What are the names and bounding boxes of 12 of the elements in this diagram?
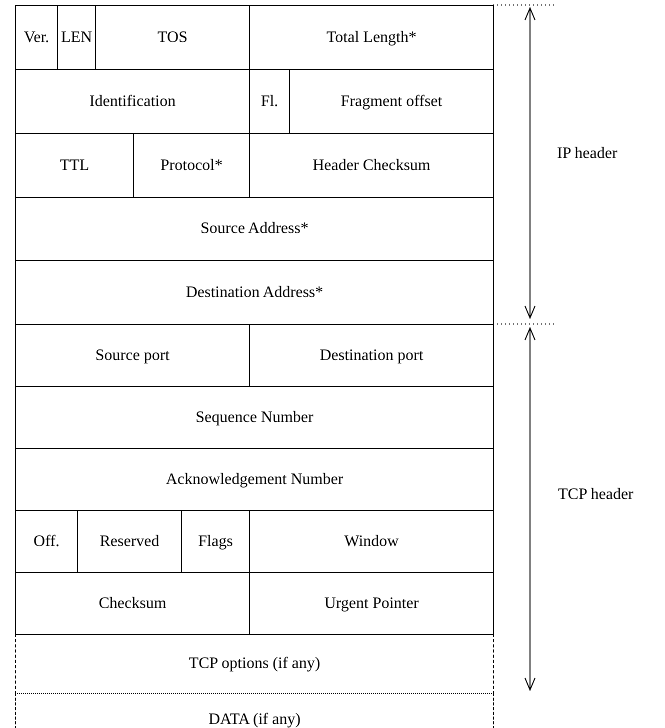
header-field: Ver.	[15, 5, 58, 70]
section-label: TCP header	[558, 486, 634, 504]
header-field: DATA (if any)	[15, 693, 494, 728]
header-field: TCP options (if any)	[15, 634, 494, 694]
section-label: IP header	[557, 145, 618, 163]
header-field: Acknowledgement Number	[15, 448, 494, 511]
header-field: Checksum	[15, 572, 250, 635]
header-field: Sequence Number	[15, 386, 494, 449]
header-field: Destination Address*	[15, 260, 494, 325]
header-field: Urgent Pointer	[249, 572, 494, 635]
header-field: Source Address*	[15, 197, 494, 261]
header-field: Total Length*	[249, 5, 494, 70]
